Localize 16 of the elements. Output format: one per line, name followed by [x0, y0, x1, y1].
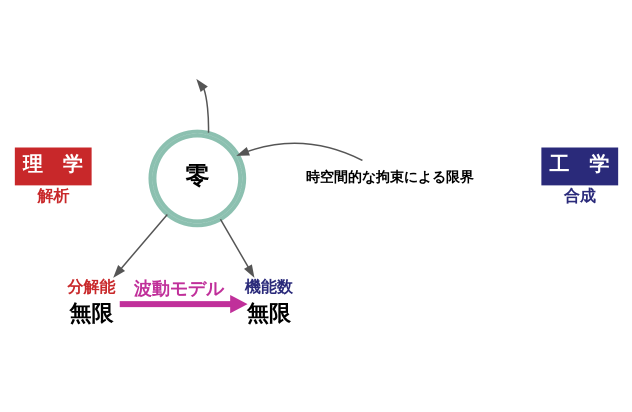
node-text: 時空間的な拘束による限界 [306, 170, 474, 186]
node-box: 理 学 [14, 148, 92, 186]
arrow [220, 218, 254, 278]
node-label: 分解能 [68, 276, 116, 296]
node-box: 工 学 [541, 148, 618, 186]
node-label: 合成 [564, 186, 596, 206]
node-text: 無限 [247, 302, 292, 327]
node-label: 機能数 [245, 276, 294, 296]
arrow [120, 294, 248, 314]
node-circle: 零 [148, 130, 246, 228]
arrow [196, 78, 210, 133]
edge-label: 波動モデル [134, 278, 224, 300]
arrow [113, 214, 168, 278]
arrow [236, 142, 363, 162]
node-text: 無限 [70, 302, 114, 327]
node-label: 解析 [37, 186, 70, 206]
